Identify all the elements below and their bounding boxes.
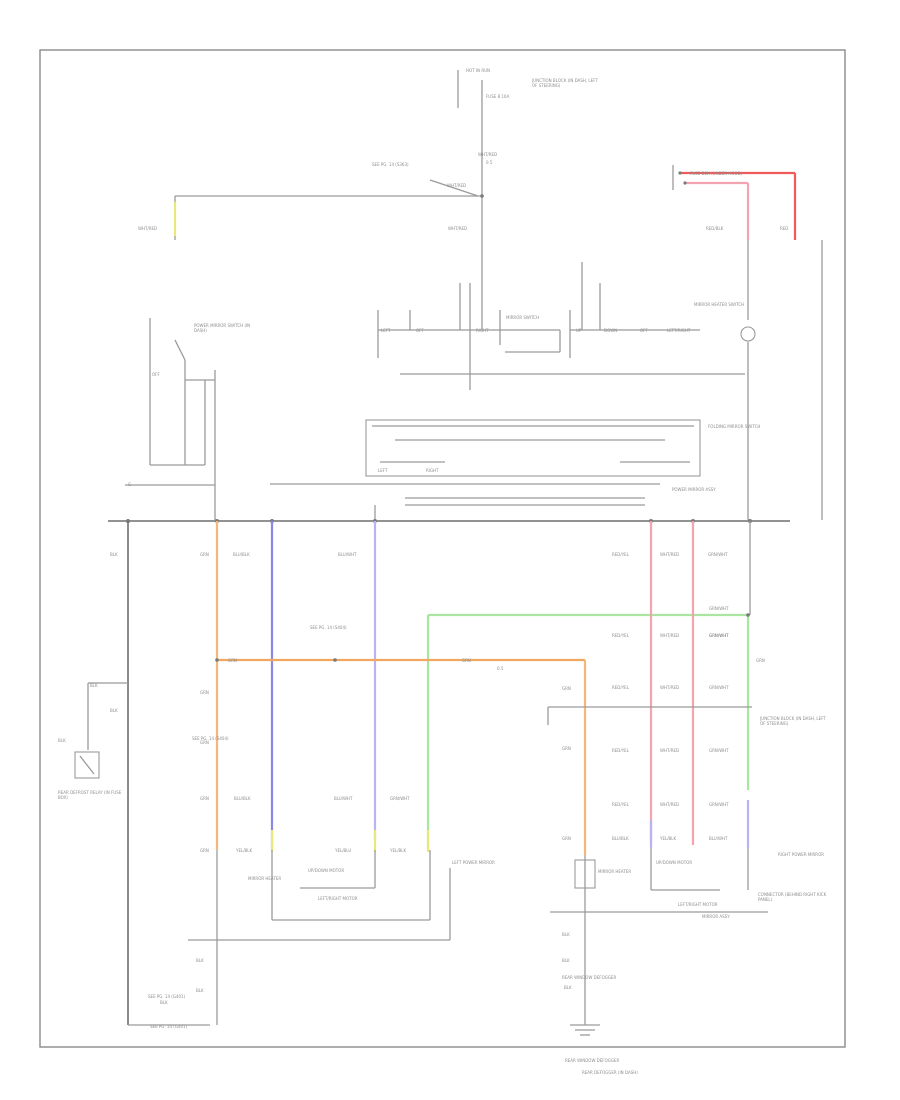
red-feed bbox=[672, 165, 797, 240]
right-heater-icon bbox=[574, 859, 596, 889]
left-switch bbox=[125, 318, 216, 520]
right-mirror-bottom bbox=[550, 848, 768, 1036]
diagram-frame bbox=[39, 49, 846, 1048]
fuse-feed bbox=[173, 70, 484, 330]
mirror-switch-block bbox=[377, 240, 823, 520]
left-colored-wires bbox=[215, 521, 748, 855]
left-mirror-bottom bbox=[188, 850, 451, 1025]
junction-bus bbox=[108, 519, 790, 523]
rear-defrost-relay-icon bbox=[74, 751, 100, 779]
left-trunk bbox=[74, 521, 210, 1026]
right-colored-wires bbox=[547, 521, 752, 848]
heater-indicator-icon bbox=[740, 326, 756, 342]
folding-switch-box bbox=[270, 419, 701, 520]
